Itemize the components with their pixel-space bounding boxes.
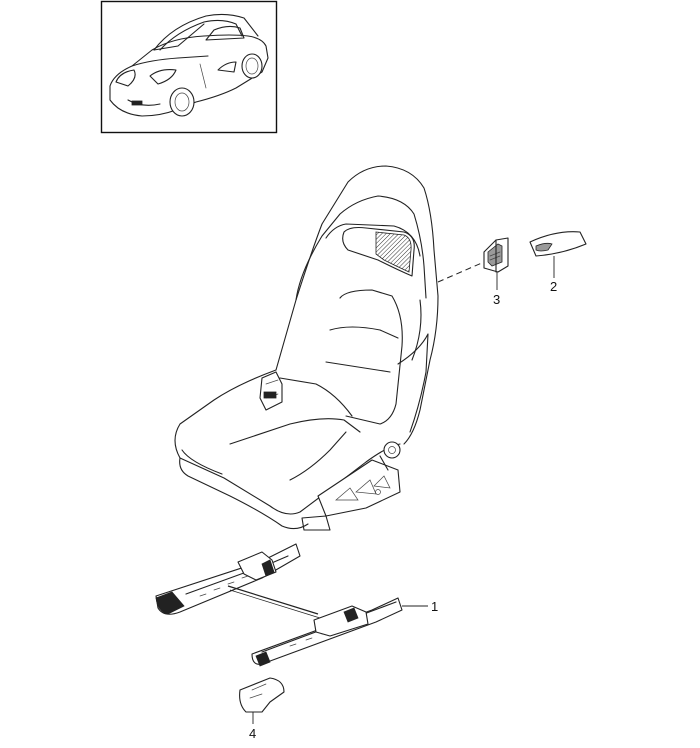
callout-2: 2 [550, 279, 557, 294]
part-4-end-cap [239, 677, 285, 724]
part-3-trim-clip [437, 237, 509, 290]
callout-1: 1 [431, 599, 438, 614]
part-1-seat-rails [155, 543, 428, 667]
sport-seat [174, 165, 439, 531]
callout-3: 3 [493, 292, 500, 307]
vehicle-thumbnail [100, 0, 278, 134]
part-2-cover-plate [529, 231, 587, 278]
car-illustration [109, 13, 269, 117]
callout-4: 4 [249, 726, 256, 741]
